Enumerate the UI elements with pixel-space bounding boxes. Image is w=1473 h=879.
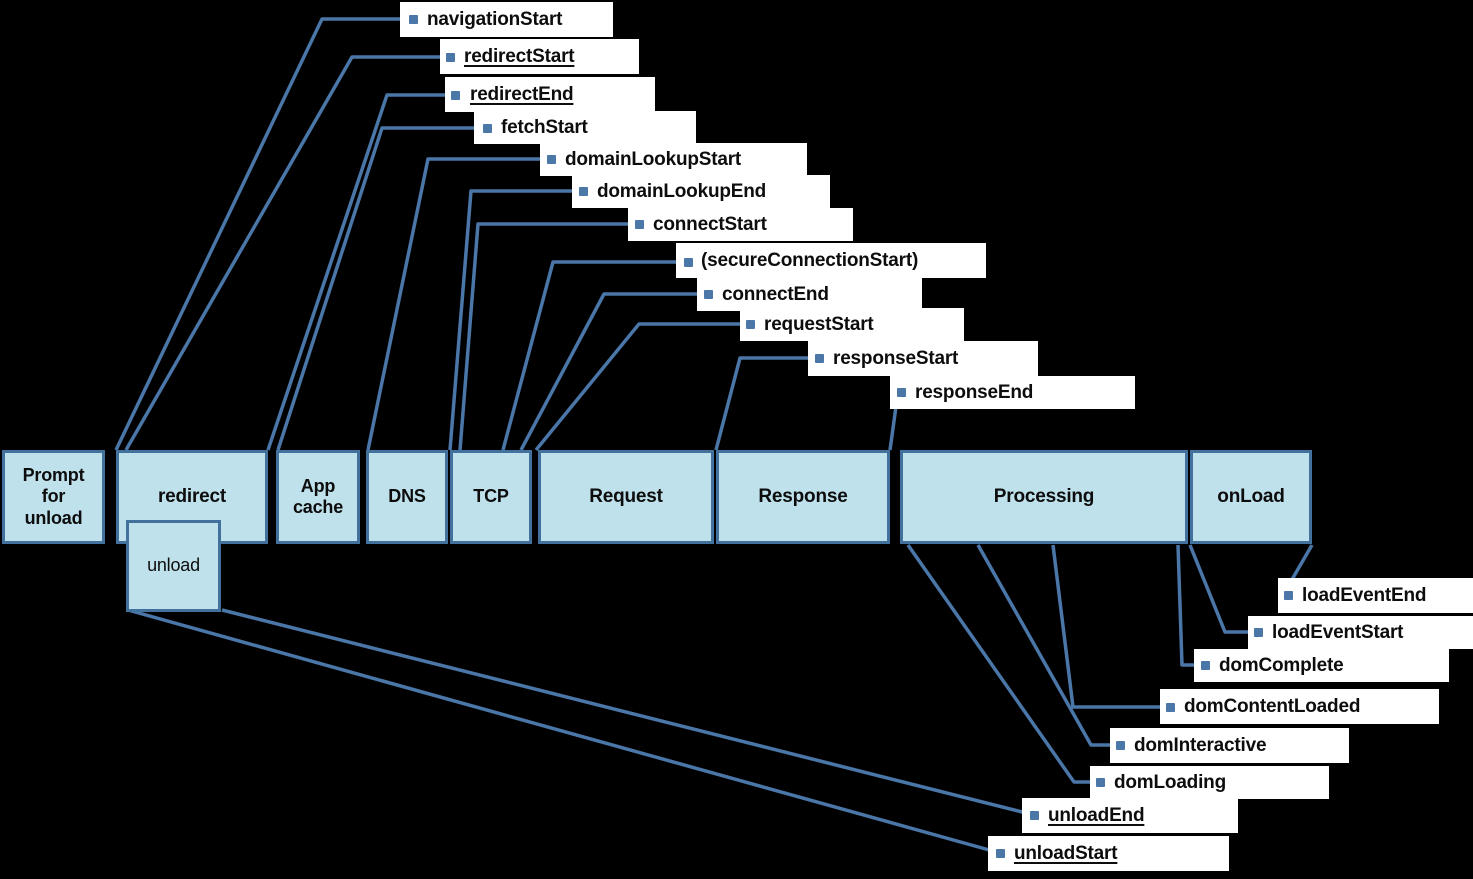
phase-box-response: Response [716, 450, 890, 544]
marker-domContentLoaded: domContentLoaded [1160, 689, 1439, 724]
marker-unloadEnd: unloadEnd [1022, 798, 1238, 833]
phase-box-tcp: TCP [450, 450, 532, 544]
marker-label-domainLookupEnd: domainLookupEnd [597, 181, 767, 202]
marker-dot-secureConnectionStart [684, 258, 693, 267]
marker-dot-unloadStart [996, 849, 1005, 858]
marker-dot-unloadEnd [1030, 811, 1039, 820]
marker-responseEnd: responseEnd [890, 376, 1135, 409]
marker-domLoading: domLoading [1090, 766, 1329, 799]
marker-label-loadEventStart: loadEventStart [1272, 622, 1404, 643]
marker-label-domainLookupStart: domainLookupStart [565, 149, 742, 170]
marker-label-navigationStart: navigationStart [427, 9, 563, 30]
marker-requestStart: requestStart [740, 308, 964, 341]
marker-dot-connectEnd [704, 290, 713, 299]
marker-label-domComplete: domComplete [1219, 655, 1344, 676]
marker-loadEventStart: loadEventStart [1248, 616, 1473, 649]
marker-dot-domLoading [1096, 778, 1105, 787]
marker-dot-loadEventEnd [1284, 591, 1293, 600]
phase-box-dns-label: DNS [388, 486, 426, 507]
marker-label-connectStart: connectStart [653, 214, 767, 235]
marker-label-secureConnectionStart: (secureConnectionStart) [701, 250, 919, 271]
marker-navigationStart: navigationStart [400, 2, 613, 37]
marker-dot-loadEventStart [1254, 628, 1263, 637]
marker-label-domContentLoaded: domContentLoaded [1184, 696, 1361, 717]
marker-loadEventEnd: loadEventEnd [1278, 578, 1473, 613]
marker-dot-navigationStart [409, 15, 418, 24]
phase-box-processing-label: Processing [993, 485, 1095, 507]
phase-box-tcp-label: TCP [473, 486, 509, 507]
phase-box-redirect-label: redirect [157, 485, 227, 507]
marker-dot-domComplete [1201, 661, 1210, 670]
phase-box-unload: unload [126, 520, 221, 612]
marker-label-redirectEnd: redirectEnd [470, 84, 574, 105]
marker-domainLookupStart: domainLookupStart [540, 143, 807, 176]
phase-box-request: Request [538, 450, 714, 544]
marker-label-domLoading: domLoading [1114, 772, 1226, 793]
marker-label-redirectStart: redirectStart [464, 46, 575, 67]
marker-dot-fetchStart [483, 124, 492, 133]
marker-domInteractive: domInteractive [1110, 728, 1349, 763]
phase-box-dns: DNS [366, 450, 448, 544]
phase-box-onload-label: onLoad [1217, 485, 1285, 507]
marker-dot-domContentLoaded [1166, 703, 1175, 712]
marker-dot-requestStart [746, 320, 755, 329]
phase-box-request-label: Request [589, 485, 663, 507]
marker-fetchStart: fetchStart [474, 111, 696, 144]
marker-label-unloadStart: unloadStart [1014, 843, 1118, 864]
marker-secureConnectionStart: (secureConnectionStart) [676, 243, 986, 278]
phase-box-processing: Processing [900, 450, 1188, 544]
phase-box-response-label: Response [758, 485, 848, 507]
marker-dot-domainLookupEnd [579, 187, 588, 196]
marker-label-responseEnd: responseEnd [915, 382, 1034, 403]
marker-dot-responseStart [815, 354, 824, 363]
marker-redirectStart: redirectStart [440, 39, 639, 74]
marker-responseStart: responseStart [808, 341, 1038, 376]
marker-connectStart: connectStart [628, 208, 853, 241]
phase-box-onload: onLoad [1190, 450, 1312, 544]
phase-box-unload-label: unload [147, 555, 200, 576]
marker-label-loadEventEnd: loadEventEnd [1302, 585, 1427, 606]
marker-dot-redirectStart [446, 53, 455, 62]
marker-domComplete: domComplete [1194, 649, 1449, 682]
marker-label-domInteractive: domInteractive [1134, 735, 1267, 756]
marker-dot-responseEnd [897, 388, 906, 397]
marker-dot-domInteractive [1116, 741, 1125, 750]
marker-dot-redirectEnd [451, 91, 460, 100]
marker-label-requestStart: requestStart [764, 314, 874, 335]
marker-redirectEnd: redirectEnd [445, 77, 655, 112]
marker-domainLookupEnd: domainLookupEnd [572, 175, 830, 208]
marker-dot-connectStart [635, 220, 644, 229]
marker-dot-domainLookupStart [547, 155, 556, 164]
marker-label-unloadEnd: unloadEnd [1048, 805, 1145, 826]
marker-unloadStart: unloadStart [988, 836, 1229, 871]
marker-connectEnd: connectEnd [697, 278, 922, 311]
marker-label-fetchStart: fetchStart [501, 117, 588, 138]
marker-label-responseStart: responseStart [833, 348, 959, 369]
marker-label-connectEnd: connectEnd [722, 284, 829, 305]
